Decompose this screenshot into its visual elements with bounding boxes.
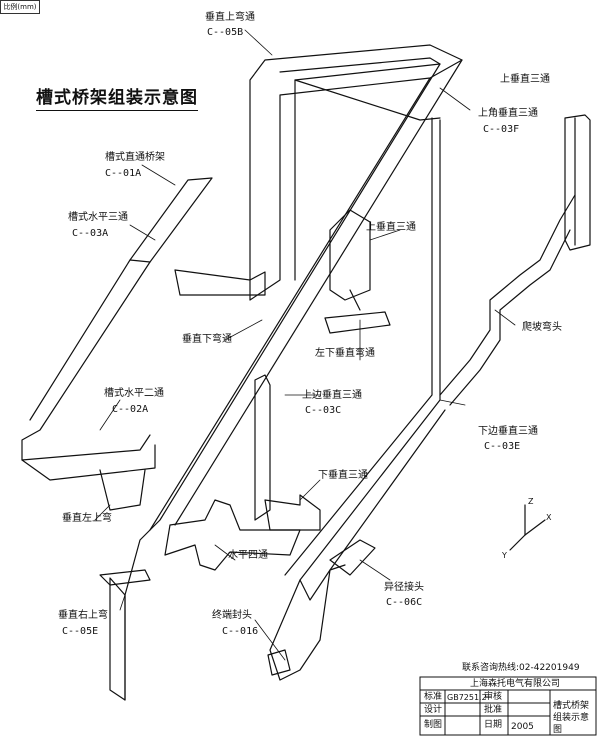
label-up-vertical-tee-left: 上垂直三通 [366,222,416,233]
label-climbing-bend: 爬坡弯头 [522,322,562,333]
tb-row2-label2: 批准 [484,705,503,715]
code-vertical-bend-top: C--05B [207,27,244,38]
left-tray-run [21,261,151,461]
end-cap [267,649,291,676]
right-climb-tray [439,194,576,396]
left-riser [109,577,126,701]
left-elbow [21,444,156,481]
axis-y [509,534,526,551]
axis-x [524,519,546,536]
tb-row1-value1: GB7251.2 [447,693,487,702]
label-end-cap: 终端封头 [212,610,252,621]
right-climb-tray-edge [449,229,571,406]
left-riser-top [99,569,151,586]
left-down-bend [324,311,391,334]
lower-left-run [299,564,346,601]
code-end-cap: C--016 [222,626,259,637]
label-straight-tray: 槽式直通桥架 [105,152,165,163]
main-diagonal-tray-edge [174,59,463,526]
main-diagonal-tray-edge2 [149,77,431,531]
horizontal-cross [164,499,301,571]
label-down-vertical-tee: 下垂直三通 [318,470,368,481]
code-upper-vertical-tee: C--03F [483,124,520,135]
top-frame-outer [249,44,463,301]
label-side-vertical-tee: 上边垂直三通 [302,390,362,401]
upper-centre-tee [329,209,371,301]
tb-row3-label1: 制图 [424,720,443,730]
tb-row1-label2: 审核 [484,692,503,702]
reducer [329,539,376,576]
right-diagonal-edge2 [319,409,446,641]
label-horizontal-elbow: 槽式水平二通 [104,388,164,399]
tb-row3-label2: 日期 [484,720,503,730]
code-straight-tray: C--01A [105,168,142,179]
centre-tee [264,494,321,531]
centre-riser [254,374,271,521]
code-lower-vertical-tee: C--03E [484,441,521,452]
right-diagonal-tray-edge [284,117,433,576]
left-straight-tray [129,177,213,263]
code-side-vertical-tee: C--03C [305,405,342,416]
left-vertical-bend [99,469,146,511]
tb-row1-label1: 标准 [424,692,443,702]
label-upper-vertical-tee: 上角垂直三通 [478,108,538,119]
drawing-title: 槽式桥架组装示意图 [36,83,198,111]
contact-phone: 联系咨询热线:02-42201949 [462,663,580,673]
label-reducer: 异径接头 [384,582,424,593]
code-reducer: C--06C [386,597,423,608]
left-tray-run-edge [29,259,131,421]
label-vertical-down-tee: 垂直下弯通 [182,334,232,345]
code-vertical-right-up: C--05E [62,626,99,637]
label-lower-vertical-tee: 下边垂直三通 [478,426,538,437]
company-name: 上海森托电气有限公司 [470,679,561,689]
label-horizontal-cross: 水平四通 [228,550,268,561]
tb-row3-value2: 2005 [511,722,534,732]
axis-label-x: X [546,513,552,522]
tb-drawing-name: 槽式桥架组装示意图 [553,701,590,735]
label-vertical-left-up: 垂直左上弯 [62,513,112,524]
label-horizontal-tee: 槽式水平三通 [68,212,128,223]
axis-label-z: Z [528,497,534,506]
scale-box: 比例(mm) [0,0,40,14]
tb-row2-label1: 设计 [424,705,443,715]
code-horizontal-tee: C--03A [72,228,109,239]
left-tee-branch [174,269,266,296]
top-frame-rail [294,79,441,121]
label-vertical-bend-top: 垂直上弯通 [205,12,255,23]
label-left-down-bend: 左下垂直弯通 [315,348,375,359]
axis-label-y: Y [502,551,507,560]
code-horizontal-elbow: C--02A [112,404,149,415]
label-top-vertical-tee: 上垂直三通 [500,74,550,85]
label-vertical-right-up: 垂直右上弯 [58,610,108,621]
top-frame-inner [279,57,441,281]
left-down-bend-side [349,289,361,311]
leader-lines [94,29,516,661]
top-right-riser [564,114,591,251]
